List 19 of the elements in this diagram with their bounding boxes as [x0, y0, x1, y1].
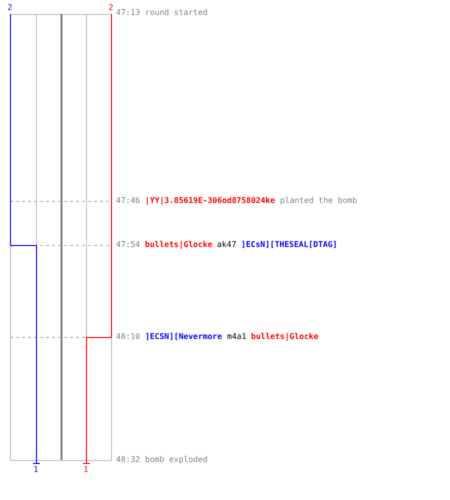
player-name: bullets|Glocke	[251, 332, 318, 342]
team-count: 1	[34, 465, 38, 475]
player-name: bullets|Glocke	[145, 240, 212, 250]
player-name: ]ECsN][THESEAL[DTAG]	[241, 240, 338, 250]
player-name: |YY|3.85619E-306od8758024ke	[145, 196, 276, 206]
team-count: 1	[84, 465, 88, 475]
event-text: planted the bomb	[280, 196, 358, 206]
weapon-name: m4a1	[227, 332, 246, 342]
timestamp: 47:54	[116, 240, 140, 250]
team-count: 2	[8, 3, 12, 13]
timestamp: 48:10	[116, 332, 140, 342]
player-name: ]ECSN][Nevermore	[145, 332, 222, 342]
timestamp: 47:13	[116, 8, 140, 18]
weapon-name: ak47	[217, 240, 236, 250]
team-count: 2	[108, 3, 114, 13]
event-text: round started	[145, 8, 208, 18]
event-text: bomb exploded	[145, 455, 208, 465]
timestamp: 47:46	[116, 196, 140, 206]
timestamp: 48:32	[116, 455, 140, 465]
